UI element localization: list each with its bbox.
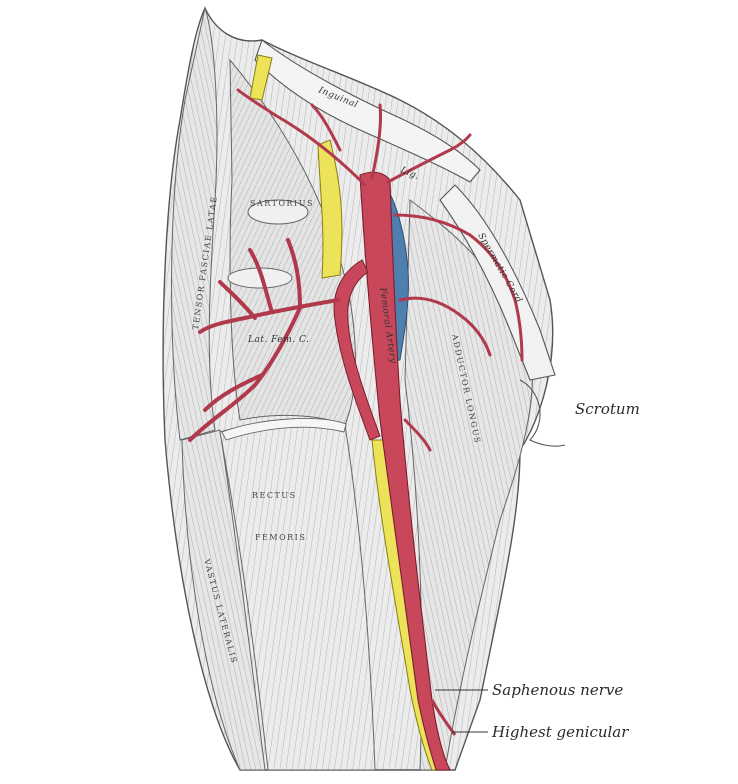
label-scrotum: Scrotum bbox=[575, 400, 640, 418]
label-highest-genicular: Highest genicular bbox=[491, 723, 629, 741]
label-rectus: RECTUS bbox=[252, 491, 297, 500]
vastus-lateralis-muscle bbox=[181, 429, 266, 771]
label-saphenous-nerve: Saphenous nerve bbox=[492, 681, 623, 699]
profunda-femoris-artery bbox=[333, 259, 381, 441]
tensor-fasciae-latae-muscle bbox=[171, 6, 218, 441]
label-lat-fem: Lat. Fem. C. bbox=[247, 335, 309, 345]
sartorius-origin bbox=[247, 199, 309, 225]
femoral-nerve bbox=[317, 139, 343, 279]
scrotum-outline bbox=[519, 379, 566, 447]
label-sartorius: SARTORIUS bbox=[250, 199, 314, 208]
femoral-artery bbox=[359, 171, 451, 771]
lateral-cutaneous-nerve bbox=[249, 54, 273, 101]
lateral-circumflex-branches bbox=[188, 238, 340, 442]
label-femoris: FEMORIS bbox=[255, 533, 306, 542]
inguinal-ligament bbox=[254, 39, 481, 183]
superficial-branches bbox=[236, 88, 524, 452]
rectus-tendon-top bbox=[221, 418, 347, 441]
